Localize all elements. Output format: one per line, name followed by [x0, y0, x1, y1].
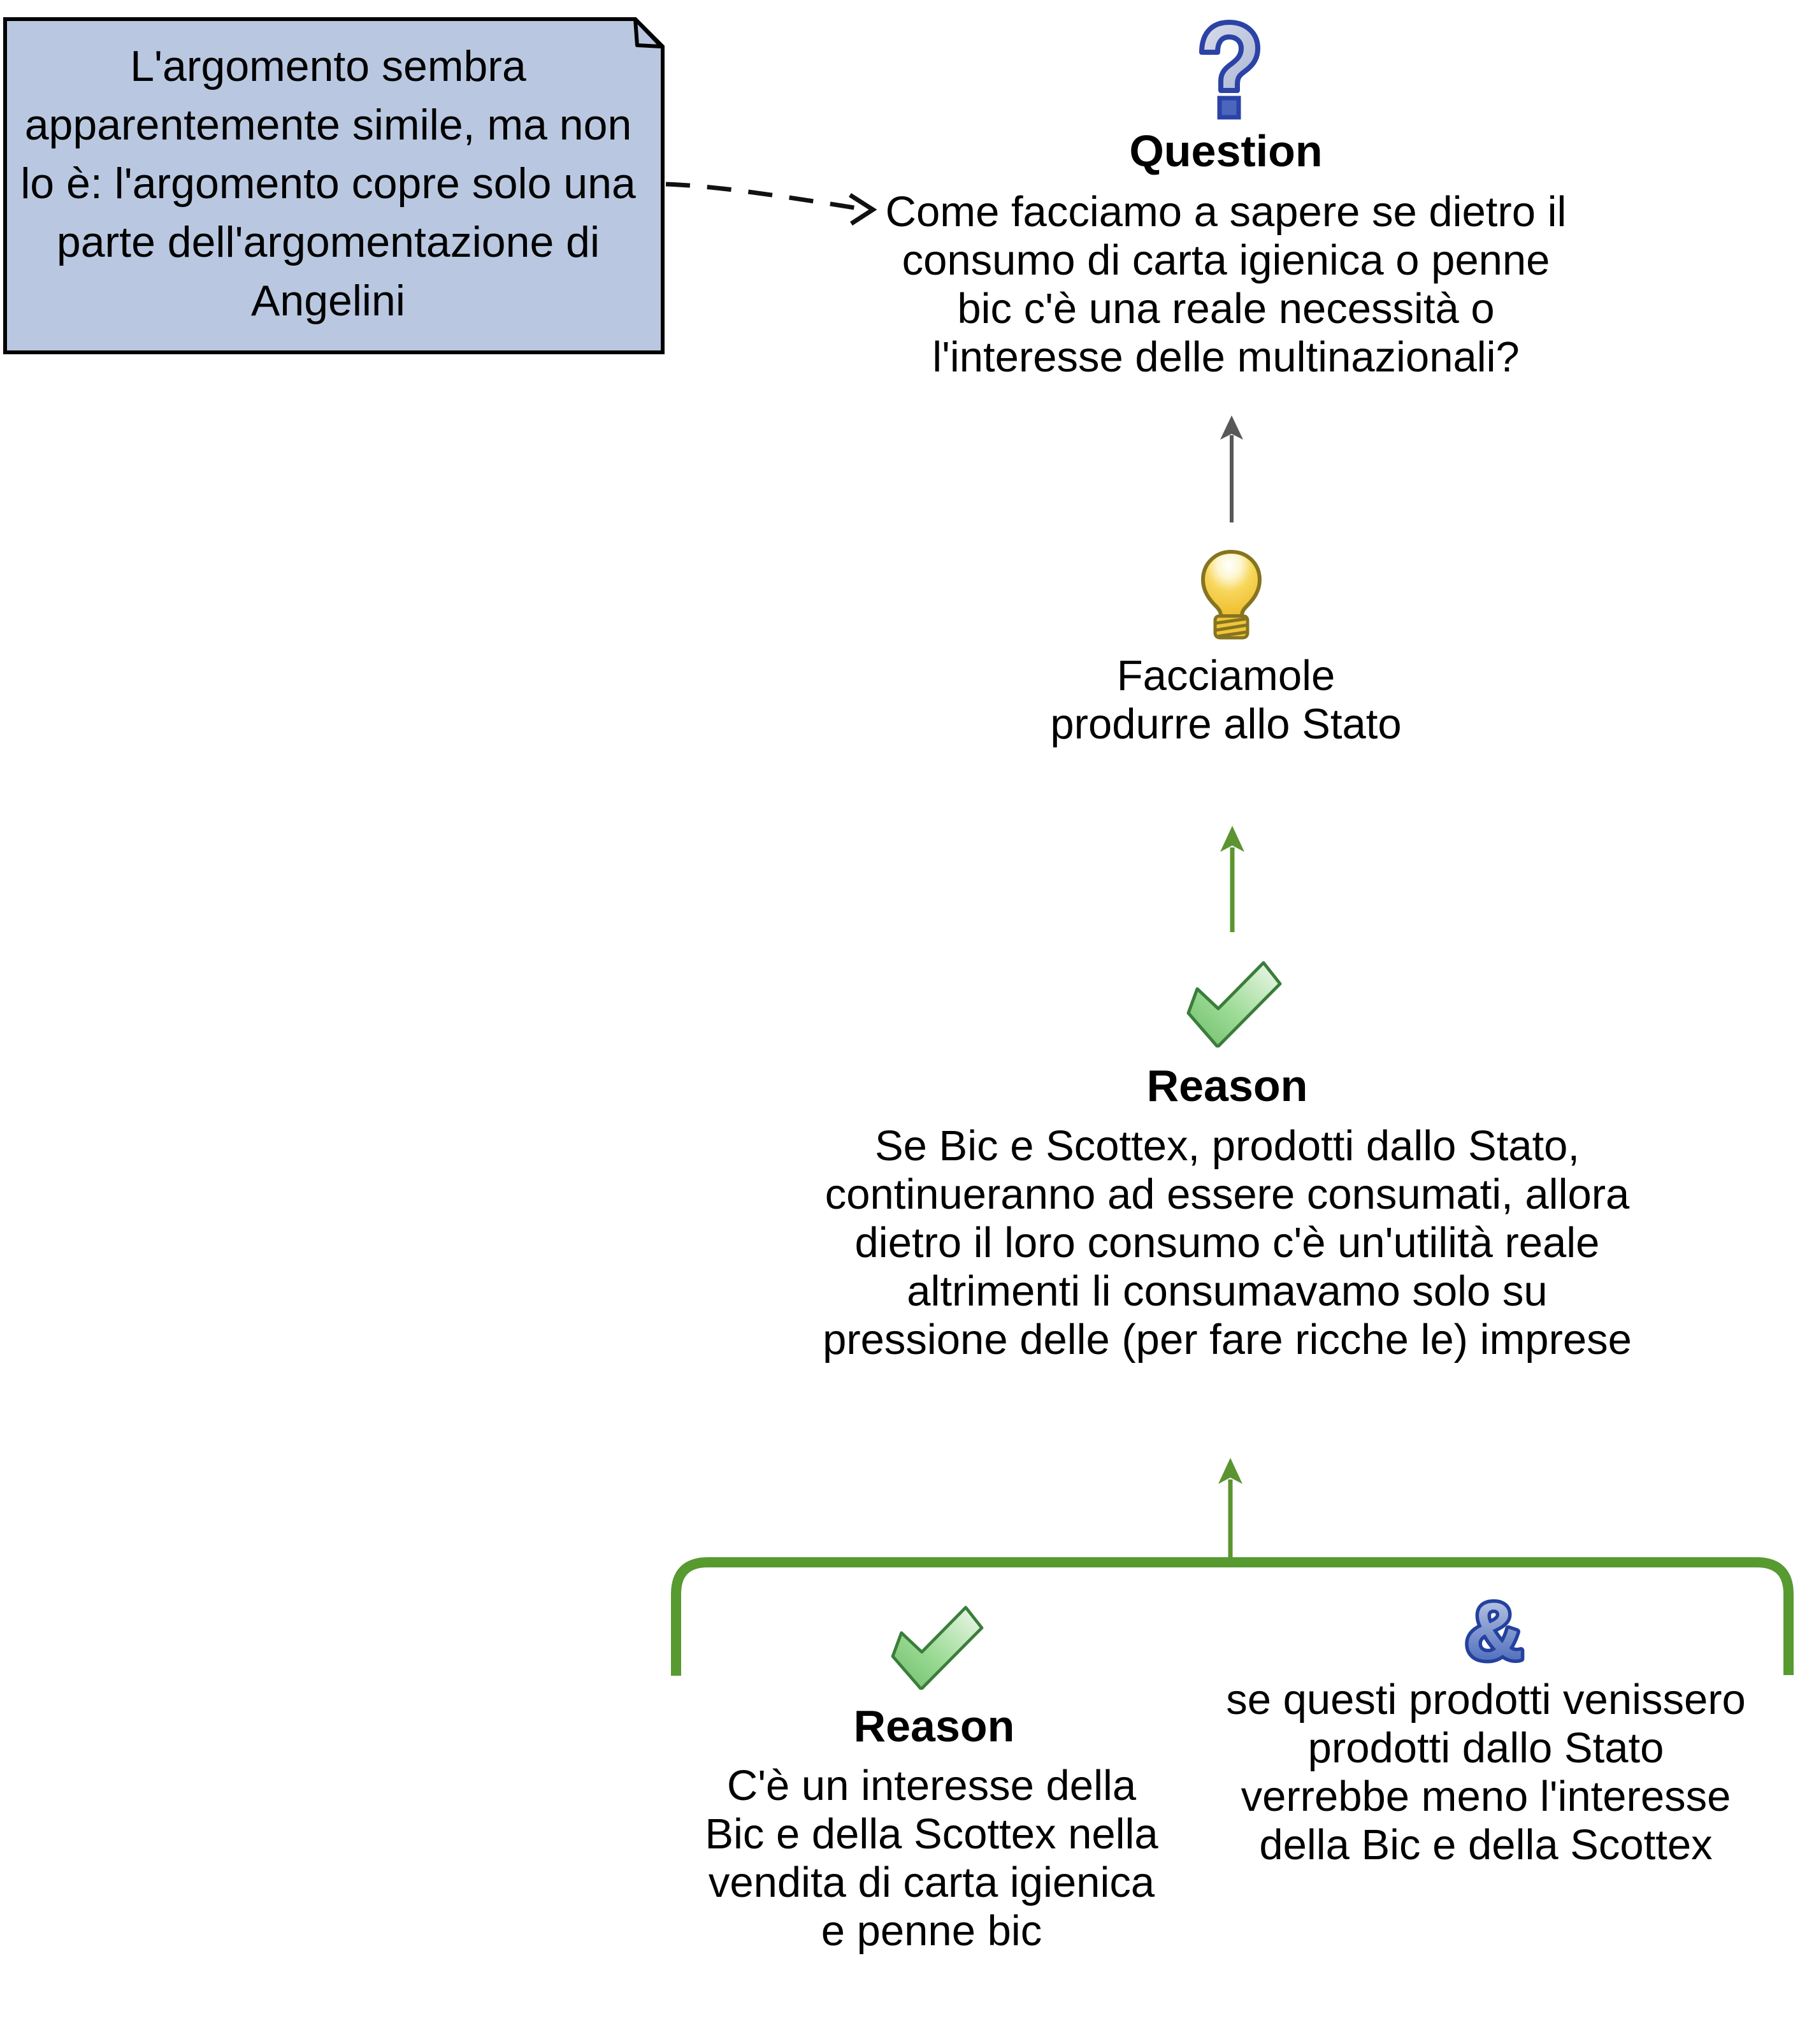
svg-text:&: &	[1465, 1586, 1523, 1676]
